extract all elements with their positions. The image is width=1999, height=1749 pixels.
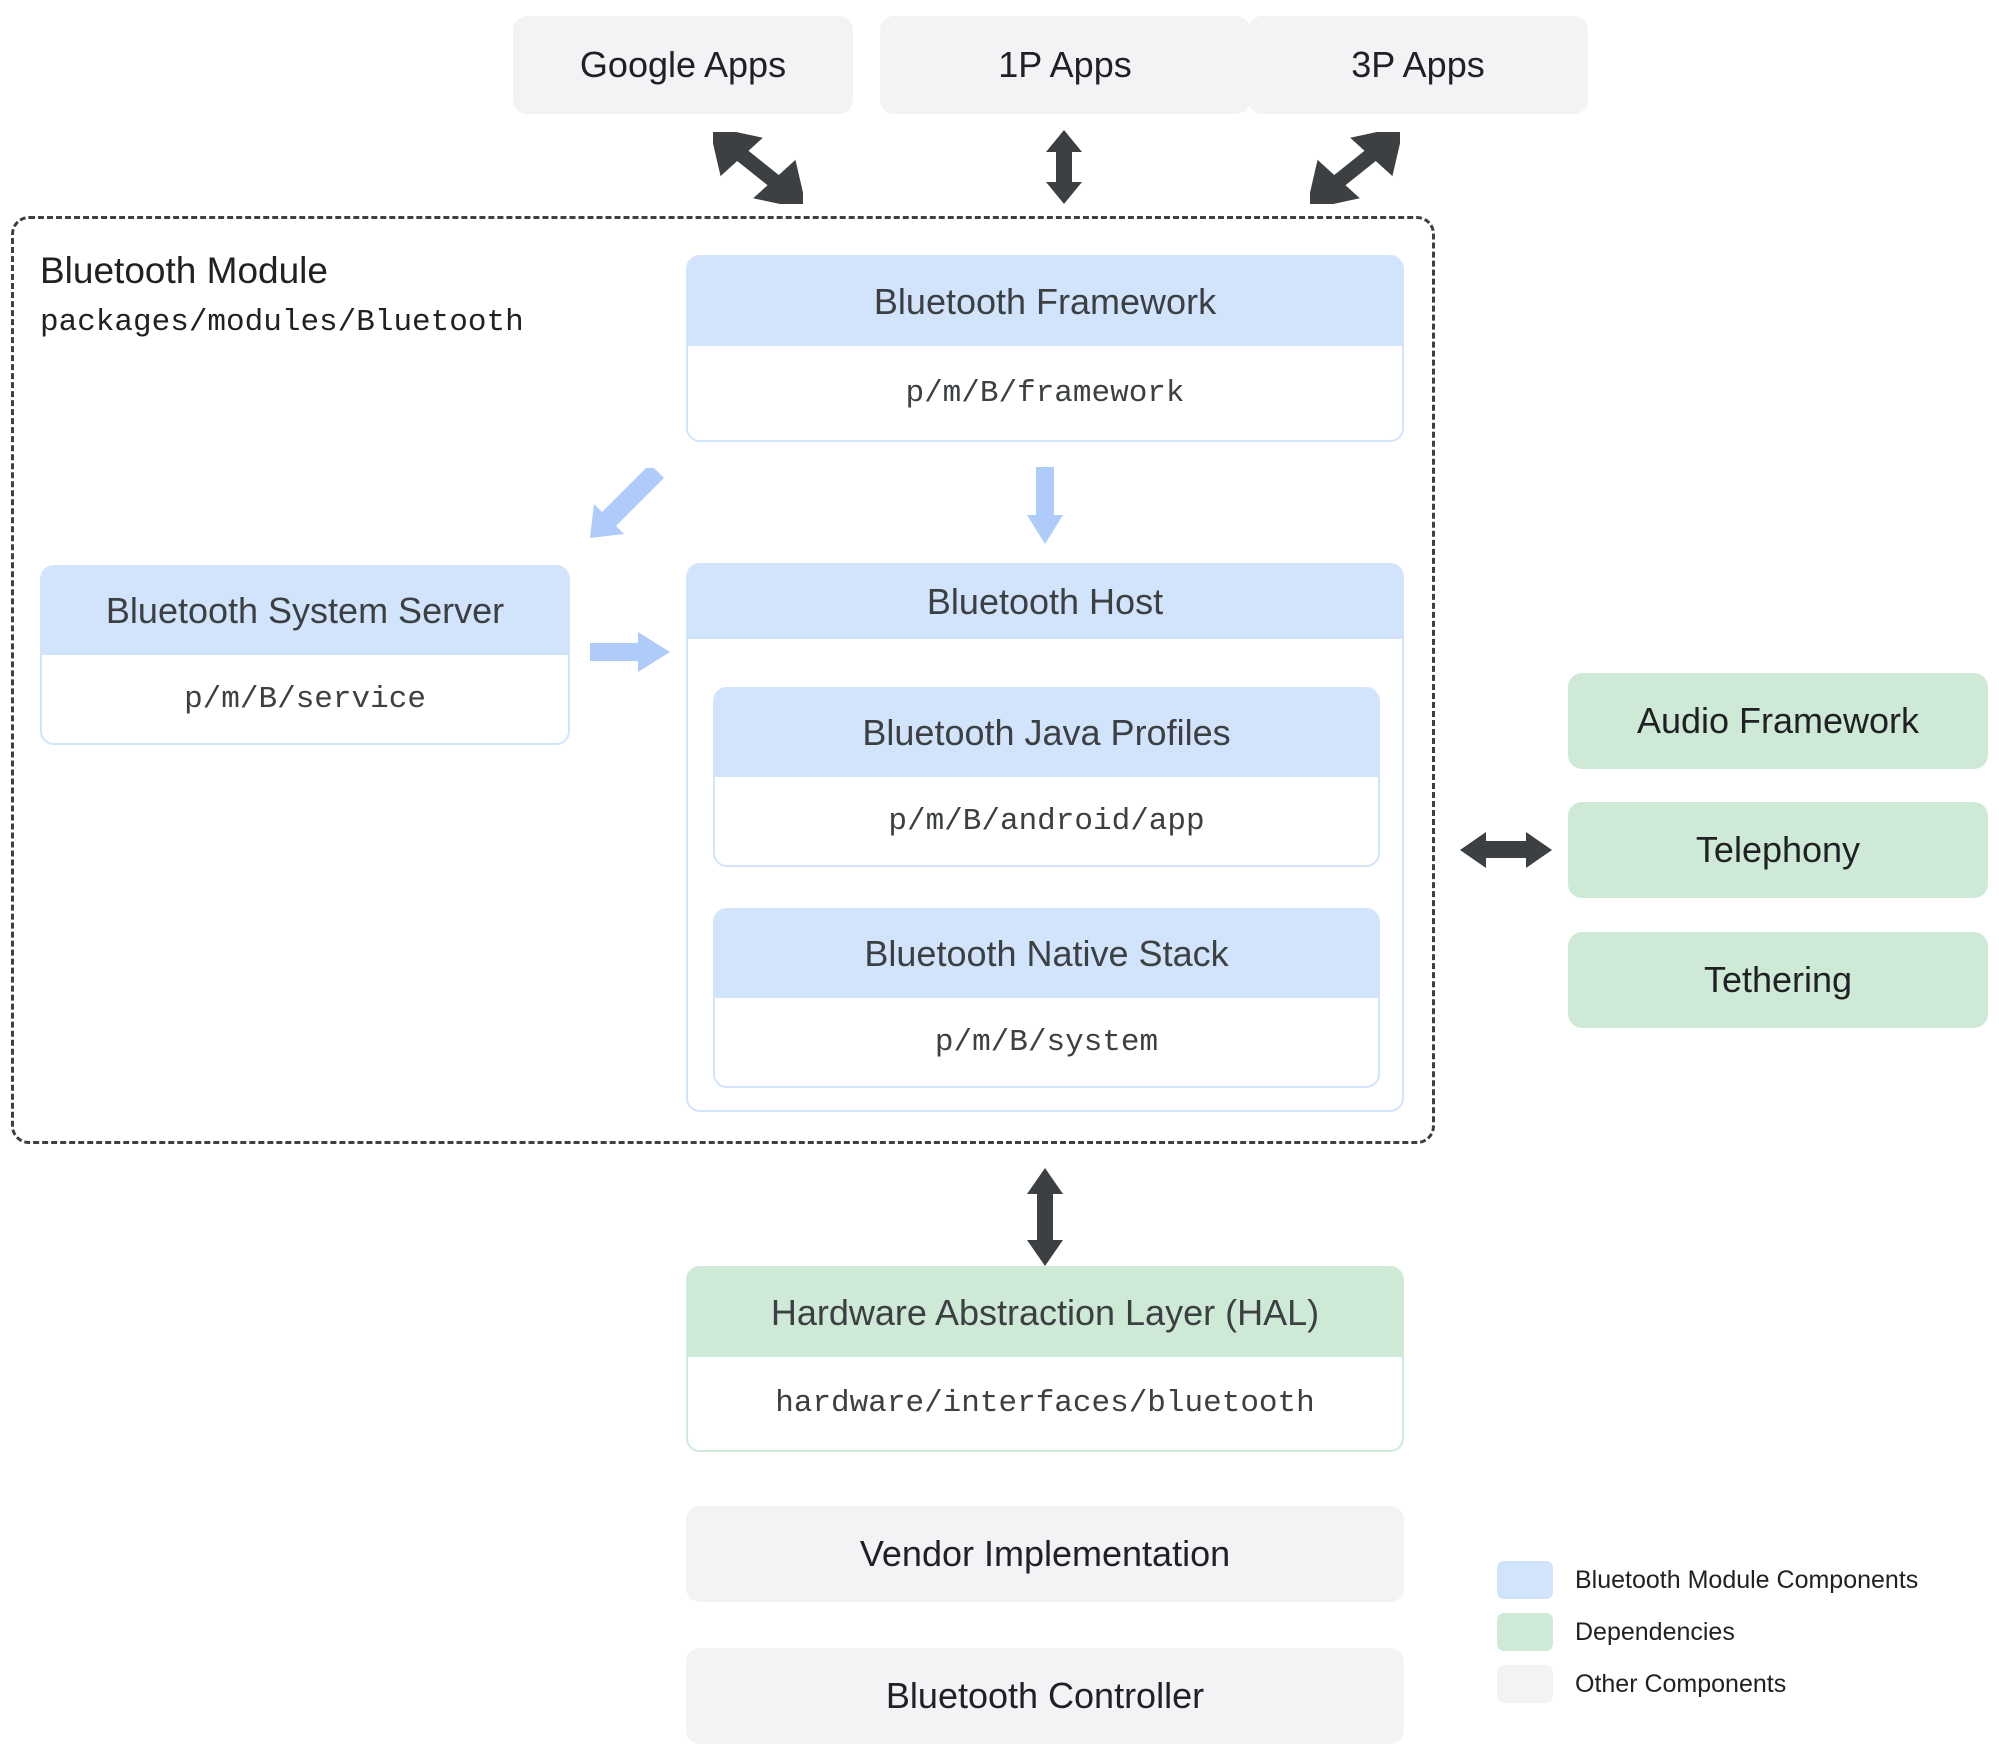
dependency-box-telephony[interactable]: Telephony — [1568, 802, 1988, 898]
card-bluetooth-system-server-title: Bluetooth System Server — [42, 567, 568, 655]
arrow-google-apps-to-framework — [713, 132, 803, 204]
box-bluetooth-controller[interactable]: Bluetooth Controller — [686, 1648, 1404, 1744]
card-hardware-abstraction-layer-title: Hardware Abstraction Layer (HAL) — [688, 1268, 1402, 1357]
card-bluetooth-system-server-path: p/m/B/service — [42, 655, 568, 743]
dependency-box-telephony-label: Telephony — [1695, 829, 1861, 870]
app-box-1p-apps-label: 1P Apps — [998, 44, 1132, 85]
app-box-google-apps-label: Google Apps — [579, 44, 787, 85]
app-box-1p-apps[interactable]: 1P Apps — [880, 16, 1250, 114]
arrow-1p-apps-to-framework — [1040, 130, 1088, 204]
card-bluetooth-framework[interactable]: Bluetooth Framework p/m/B/framework — [686, 255, 1404, 442]
legend-item-dependencies: Dependencies — [1497, 1606, 1967, 1658]
dependency-box-tethering-label: Tethering — [1703, 959, 1853, 1000]
legend-item-bluetooth-module-components: Bluetooth Module Components — [1497, 1554, 1967, 1606]
bluetooth-module-title: Bluetooth Module — [40, 250, 328, 291]
dependency-box-tethering[interactable]: Tethering — [1568, 932, 1988, 1028]
box-vendor-implementation[interactable]: Vendor Implementation — [686, 1506, 1404, 1602]
bluetooth-module-boundary — [11, 216, 1435, 1144]
arrow-module-to-hal — [1021, 1168, 1069, 1266]
legend-item-other-components: Other Components — [1497, 1658, 1967, 1710]
arrow-3p-apps-to-framework — [1310, 132, 1400, 204]
card-bluetooth-host-title: Bluetooth Host — [688, 565, 1402, 639]
card-bluetooth-system-server[interactable]: Bluetooth System Server p/m/B/service — [40, 565, 570, 745]
card-bluetooth-java-profiles[interactable]: Bluetooth Java Profiles p/m/B/android/ap… — [713, 687, 1380, 867]
legend-swatch-blue — [1497, 1561, 1553, 1599]
app-box-3p-apps-label: 3P Apps — [1351, 44, 1485, 85]
card-bluetooth-java-profiles-path: p/m/B/android/app — [715, 777, 1378, 865]
legend-label-bluetooth-module-components: Bluetooth Module Components — [1575, 1565, 1919, 1594]
card-bluetooth-native-stack-title: Bluetooth Native Stack — [715, 910, 1378, 998]
app-box-3p-apps[interactable]: 3P Apps — [1248, 16, 1588, 114]
legend-swatch-green — [1497, 1613, 1553, 1651]
box-vendor-implementation-label: Vendor Implementation — [859, 1533, 1231, 1574]
legend-swatch-gray — [1497, 1665, 1553, 1703]
card-bluetooth-java-profiles-title: Bluetooth Java Profiles — [715, 689, 1378, 777]
legend-label-other-components: Other Components — [1575, 1669, 1787, 1698]
card-bluetooth-native-stack-path: p/m/B/system — [715, 998, 1378, 1086]
arrow-framework-to-system-server — [588, 468, 668, 541]
legend-label-dependencies: Dependencies — [1575, 1617, 1735, 1646]
dependency-box-audio-framework-label: Audio Framework — [1636, 700, 1920, 741]
dependency-box-audio-framework[interactable]: Audio Framework — [1568, 673, 1988, 769]
arrow-host-to-dependencies — [1460, 826, 1552, 874]
card-hardware-abstraction-layer-path: hardware/interfaces/bluetooth — [688, 1357, 1402, 1450]
card-bluetooth-framework-title: Bluetooth Framework — [688, 257, 1402, 346]
card-bluetooth-framework-path: p/m/B/framework — [688, 346, 1402, 440]
card-bluetooth-native-stack[interactable]: Bluetooth Native Stack p/m/B/system — [713, 908, 1380, 1088]
arrow-framework-to-host — [1025, 467, 1065, 544]
bluetooth-module-path: packages/modules/Bluetooth — [40, 305, 524, 340]
app-box-google-apps[interactable]: Google Apps — [513, 16, 853, 114]
box-bluetooth-controller-label: Bluetooth Controller — [885, 1675, 1205, 1716]
arrow-system-server-to-host — [590, 630, 670, 674]
legend: Bluetooth Module Components Dependencies… — [1497, 1554, 1967, 1710]
card-hardware-abstraction-layer[interactable]: Hardware Abstraction Layer (HAL) hardwar… — [686, 1266, 1404, 1452]
